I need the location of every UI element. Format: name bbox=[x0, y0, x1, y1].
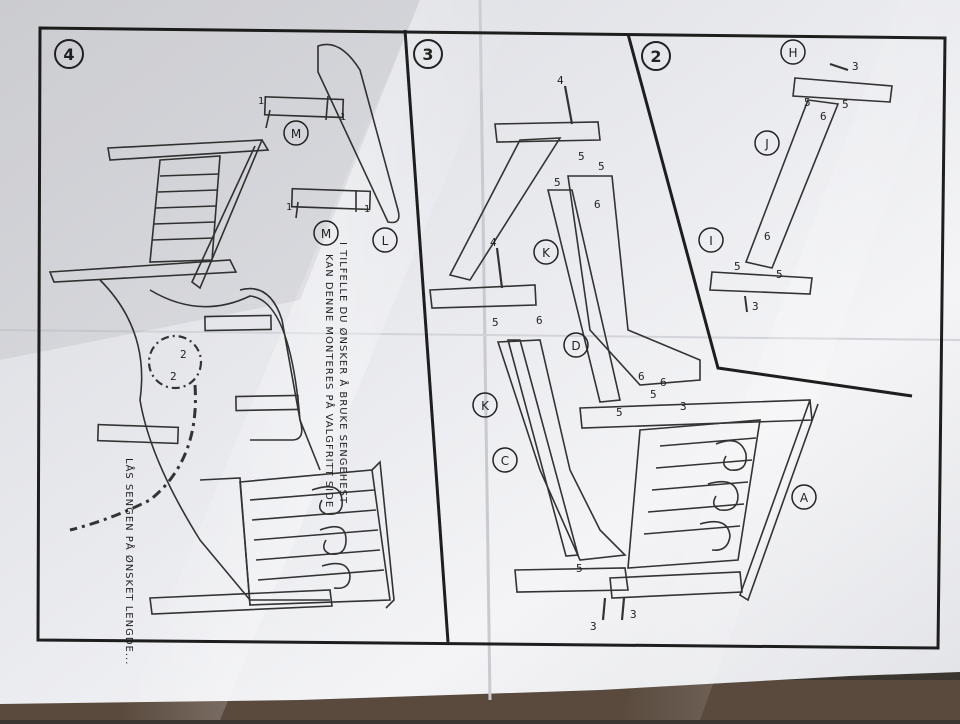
note-optional-side-line1: I TILFELLE DU ØNSKER Å BRUKE SENGEHEST bbox=[337, 242, 350, 504]
callout-2b: 2 bbox=[170, 370, 177, 383]
callout-1c: 1 bbox=[286, 202, 292, 213]
callout-6a: 6 bbox=[594, 198, 601, 211]
part-label-K-upper: K bbox=[542, 246, 551, 260]
part-label-C: C bbox=[501, 454, 509, 468]
callout-4-mid: 4 bbox=[490, 236, 497, 249]
callout-5f: 5 bbox=[650, 388, 657, 401]
callout-3-step2a: 3 bbox=[852, 60, 859, 73]
callout-2a: 2 bbox=[180, 348, 187, 361]
part-label-A: A bbox=[800, 491, 809, 505]
step2-inset-border bbox=[626, 33, 913, 398]
svg-text:2: 2 bbox=[650, 47, 661, 66]
svg-text:4: 4 bbox=[63, 45, 74, 64]
part-label-J: J bbox=[764, 137, 769, 151]
callout-3-step2b: 3 bbox=[752, 300, 759, 313]
step-2-illustration bbox=[709, 63, 893, 313]
step-2-marker: 2 bbox=[641, 41, 671, 71]
note-optional-side-line2: KAN DENNE MONTERES PÅ VALGFRITT SIDE bbox=[323, 254, 336, 508]
callout-6-step2b: 6 bbox=[764, 230, 771, 243]
callout-6-step2a: 6 bbox=[820, 110, 827, 123]
callout-1b: 1 bbox=[340, 112, 346, 123]
part-D bbox=[567, 175, 701, 386]
step-4-marker: 4 bbox=[54, 39, 84, 69]
part-label-K-lower: K bbox=[481, 399, 490, 413]
paper-fold-vertical bbox=[478, 0, 492, 701]
part-label-H: H bbox=[788, 46, 797, 60]
part-M-board-top bbox=[263, 95, 345, 119]
outer-frame bbox=[36, 26, 947, 650]
callout-4-top: 4 bbox=[557, 74, 564, 87]
callout-5-step2c: 5 bbox=[734, 260, 741, 273]
callout-5d: 5 bbox=[492, 316, 499, 329]
callout-6d: 6 bbox=[660, 376, 667, 389]
part-L-drawing bbox=[317, 43, 400, 224]
callout-3c: 3 bbox=[680, 400, 687, 413]
part-label-D: D bbox=[571, 339, 580, 353]
callout-5b: 5 bbox=[554, 176, 561, 189]
step-3-labels: K D K C A 4 4 5 5 5 5 5 5 5 6 6 6 6 3 3 … bbox=[472, 74, 817, 633]
callout-6c: 6 bbox=[638, 370, 645, 383]
divider-step4-step3 bbox=[403, 29, 450, 643]
part-label-L: L bbox=[382, 234, 389, 248]
callout-5c: 5 bbox=[598, 160, 605, 173]
callout-5g: 5 bbox=[576, 562, 583, 575]
svg-text:3: 3 bbox=[422, 45, 433, 64]
part-label-M-1: M bbox=[291, 127, 301, 141]
part-label-M-2: M bbox=[321, 227, 331, 241]
part-K-upper bbox=[448, 137, 562, 281]
callout-5-step2b: 5 bbox=[842, 98, 849, 111]
callout-1d: 1 bbox=[364, 204, 370, 215]
step-4-labels: M M L 1 1 1 1 2 2 I TILFELLE DU ØNSKER Å… bbox=[123, 96, 398, 665]
step-3-marker: 3 bbox=[413, 39, 443, 69]
part-J-board bbox=[744, 99, 840, 269]
part-K-lower bbox=[506, 339, 580, 557]
callout-6b: 6 bbox=[536, 314, 543, 327]
light-streak bbox=[120, 0, 520, 720]
part-label-I: I bbox=[709, 234, 713, 248]
callout-5-step2a: 5 bbox=[804, 96, 811, 109]
callout-1a: 1 bbox=[258, 96, 264, 107]
step-4-illustration bbox=[48, 43, 400, 615]
step3-top-board bbox=[494, 121, 601, 143]
part-M-board-bottom bbox=[290, 187, 372, 211]
callout-3b: 3 bbox=[630, 608, 637, 621]
part-I-board bbox=[709, 271, 813, 295]
callout-5-step2d: 5 bbox=[776, 268, 783, 281]
photo-shadow bbox=[0, 0, 420, 360]
step-3-illustration bbox=[429, 85, 819, 621]
callout-3a: 3 bbox=[590, 620, 597, 633]
step-2-labels: H J I 3 3 5 5 5 5 6 6 bbox=[698, 39, 859, 313]
light-streak-2 bbox=[620, 0, 960, 720]
note-lock-length: LÅS SENGEN PÅ ØNSKET LENGDE... bbox=[123, 458, 136, 665]
part-H-board bbox=[792, 77, 893, 103]
callout-5a: 5 bbox=[578, 150, 585, 163]
callout-5e: 5 bbox=[616, 406, 623, 419]
